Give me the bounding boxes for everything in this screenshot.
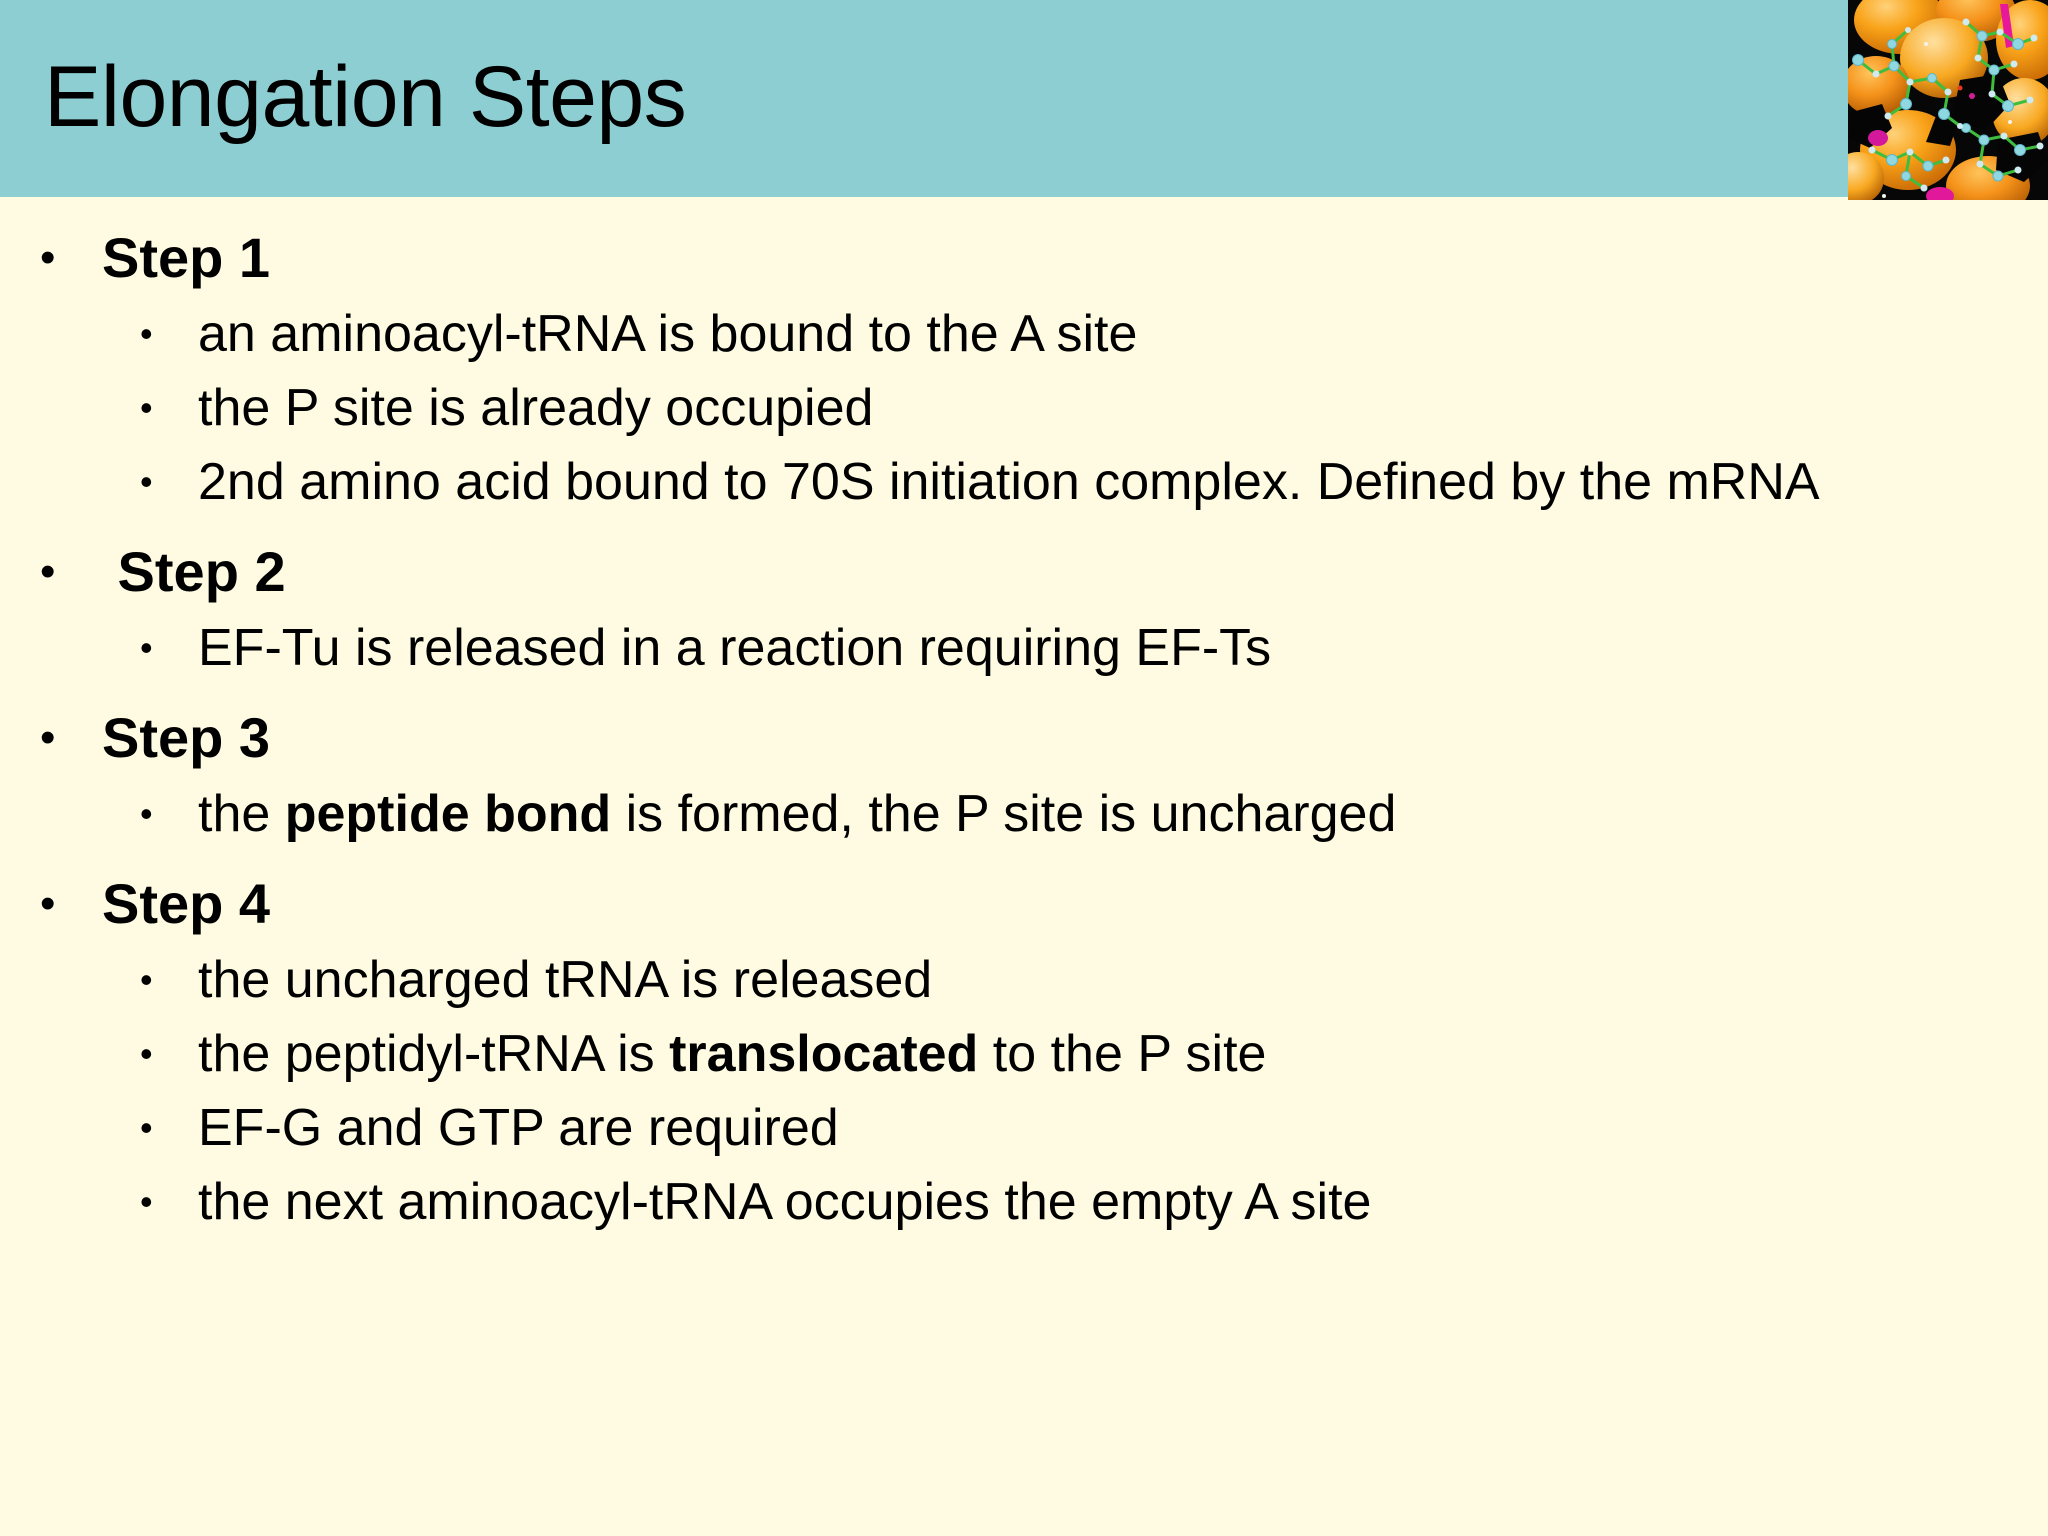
bullet-text-run: the <box>198 785 285 843</box>
bullet-text: the uncharged tRNA is released <box>198 945 932 1015</box>
bullet-item-level2: • the P site is already occupied <box>0 373 2048 443</box>
bullet-text: Step 1 <box>102 226 271 289</box>
bullet-text: Step 4 <box>102 872 271 935</box>
bullet-item-level2: • the peptidyl-tRNA is translocated to th… <box>0 1019 2048 1089</box>
bullet-marker-icon: • <box>140 1181 153 1222</box>
bullet-item-level1: • Step 2 <box>0 535 2048 609</box>
bullet-text-run: to the P site <box>978 1025 1267 1083</box>
bullet-item-level1: • Step 4 <box>0 867 2048 941</box>
bullet-marker-icon: • <box>140 1033 153 1074</box>
bullet-item-level2: • EF-Tu is released in a reaction requiri… <box>0 613 2048 683</box>
bullet-text-run: the uncharged tRNA is released <box>198 951 933 1009</box>
bullet-text-run: 2nd amino acid bound to 70S initiation c… <box>198 453 1820 511</box>
bullet-item-level2: • the next aminoacyl-tRNA occupies the em… <box>0 1167 2048 1237</box>
bullet-text-run: an aminoacyl-tRNA is bound to the A site <box>198 305 1138 363</box>
bullet-text: an aminoacyl-tRNA is bound to the A site <box>198 299 1137 369</box>
bullet-list: • Step 1 • an aminoacyl-tRNA is bound to th… <box>0 197 2048 1536</box>
bullet-text-run: is formed, the P site is uncharged <box>611 785 1397 843</box>
bullet-text: the peptidyl-tRNA is translocated to the… <box>198 1019 1266 1089</box>
bullet-text: the P site is already occupied <box>198 373 873 443</box>
bullet-marker-icon: • <box>140 313 153 354</box>
bullet-marker-icon: • <box>40 233 56 282</box>
bullet-text: the peptide bond is formed, the P site i… <box>198 779 1396 849</box>
bullet-item-level1: • Step 3 <box>0 701 2048 775</box>
bullet-text-emphasis: translocated <box>669 1025 979 1083</box>
bullet-text-run: the P site is already occupied <box>198 379 874 437</box>
bullet-text-run: the peptidyl-tRNA is <box>198 1025 670 1083</box>
bullet-text: EF-G and GTP are required <box>198 1093 839 1163</box>
bullet-text-run: EF-Tu is released in a reaction requirin… <box>198 619 1272 677</box>
title-band: Elongation Steps <box>0 0 2048 197</box>
bullet-marker-icon: • <box>40 879 56 928</box>
bullet-text: the next aminoacyl-tRNA occupies the emp… <box>198 1167 1371 1237</box>
bullet-item-level2: • an aminoacyl-tRNA is bound to the A sit… <box>0 299 2048 369</box>
bullet-marker-icon: • <box>140 387 153 428</box>
bullet-text-run: EF-G and GTP are required <box>198 1099 839 1157</box>
page-title: Elongation Steps <box>44 49 687 145</box>
bullet-item-level2: • 2nd amino acid bound to 70S initiation … <box>0 447 2048 517</box>
molecular-model-photo <box>1848 0 2048 200</box>
bullet-marker-icon: • <box>40 713 56 762</box>
bullet-text-run: the next aminoacyl-tRNA occupies the emp… <box>198 1173 1372 1231</box>
bullet-marker-icon: • <box>140 959 153 1000</box>
bullet-item-level2: • EF-G and GTP are required <box>0 1093 2048 1163</box>
bullet-item-level2: • the uncharged tRNA is released <box>0 945 2048 1015</box>
bullet-text: Step 3 <box>102 706 271 769</box>
bullet-marker-icon: • <box>40 547 56 596</box>
bullet-marker-icon: • <box>140 793 153 834</box>
bullet-item-level2: • the peptide bond is formed, the P site … <box>0 779 2048 849</box>
bullet-marker-icon: • <box>140 1107 153 1148</box>
bullet-text: EF-Tu is released in a reaction requirin… <box>198 613 1271 683</box>
bullet-text: 2nd amino acid bound to 70S initiation c… <box>198 447 1820 517</box>
bullet-text-emphasis: peptide bond <box>284 785 612 843</box>
bullet-marker-icon: • <box>140 627 153 668</box>
bullet-item-level1: • Step 1 <box>0 221 2048 295</box>
bullet-text: Step 2 <box>102 540 286 603</box>
bullet-marker-icon: • <box>140 461 153 502</box>
